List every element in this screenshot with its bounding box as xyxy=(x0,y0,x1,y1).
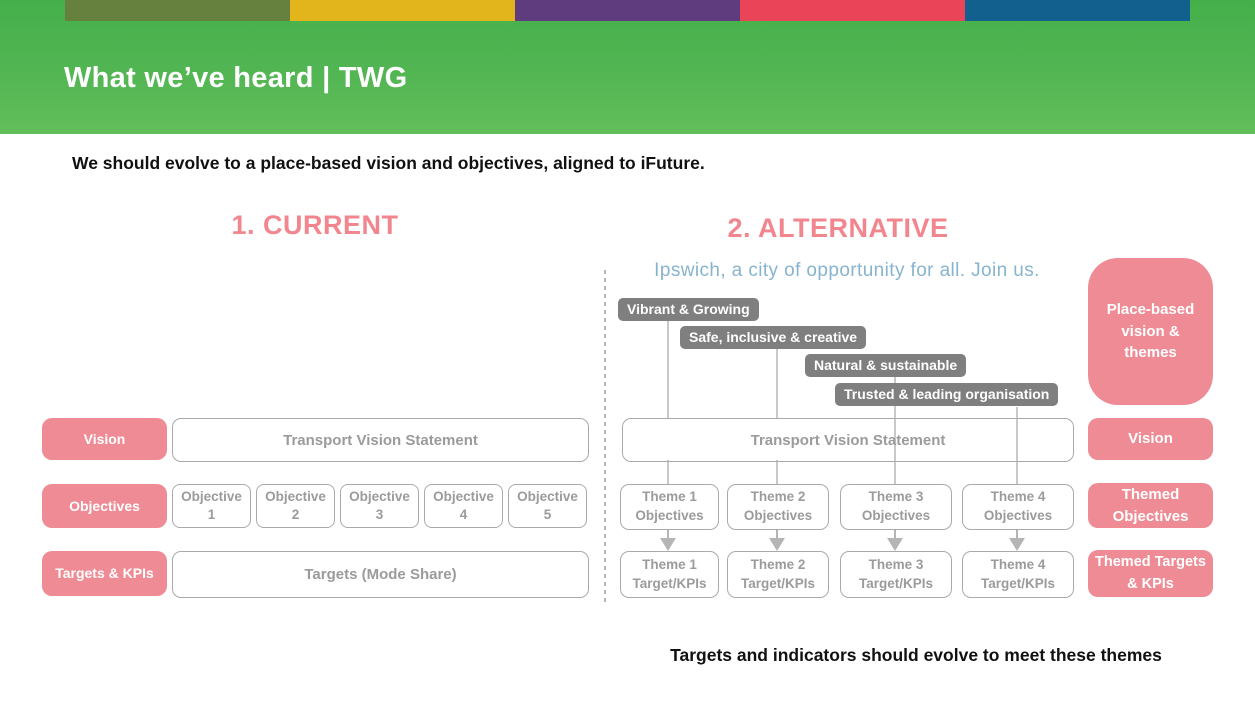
objective-2-box: Objective 2 xyxy=(256,484,335,528)
connector-line xyxy=(776,348,778,418)
connector-line xyxy=(667,321,669,418)
arrow-stem xyxy=(1016,528,1018,540)
theme-box-line1: Theme 3 xyxy=(868,489,924,505)
stripe-yellow xyxy=(290,0,515,21)
theme-box-line1: Theme 3 xyxy=(868,556,924,572)
objective-4-box: Objective 4 xyxy=(424,484,503,528)
theme-1-objectives-box: Theme 1 Objectives xyxy=(620,484,719,530)
down-arrow-icon xyxy=(1009,538,1025,551)
theme-box-line1: Theme 4 xyxy=(990,489,1046,505)
objective-num: 3 xyxy=(375,507,384,522)
theme-box-line1: Theme 4 xyxy=(990,556,1046,572)
objective-word: Objective xyxy=(349,489,410,505)
header-band: What we’ve heard | TWG xyxy=(0,0,1255,134)
connector-line xyxy=(776,460,778,484)
stripe-red xyxy=(740,0,965,21)
theme-3-targets-box: Theme 3 Target/KPIs xyxy=(840,551,952,598)
footer-note: Targets and indicators should evolve to … xyxy=(670,645,1162,665)
theme-4-objectives-box: Theme 4 Objectives xyxy=(962,484,1074,530)
stripe-olive xyxy=(65,0,290,21)
objective-word: Objective xyxy=(181,489,242,505)
theme-label-safe-inclusive-creative: Safe, inclusive & creative xyxy=(680,326,867,349)
objective-word: Objective xyxy=(517,489,578,505)
theme-box-line2: Target/KPIs xyxy=(858,575,934,591)
theme-1-targets-box: Theme 1 Target/KPIs xyxy=(620,551,719,598)
connector-line xyxy=(1016,407,1018,484)
down-arrow-icon xyxy=(769,538,785,551)
theme-box-line2: Target/KPIs xyxy=(740,575,816,591)
objective-3-box: Objective 3 xyxy=(340,484,419,528)
page-title: What we’ve heard | TWG xyxy=(64,62,408,94)
vision-quote: Ipswich, a city of opportunity for all. … xyxy=(654,260,1040,281)
theme-box-line1: Theme 1 xyxy=(642,489,697,505)
theme-3-objectives-box: Theme 3 Objectives xyxy=(840,484,952,530)
objective-word: Objective xyxy=(265,489,326,505)
theme-box-line2: Objectives xyxy=(861,508,931,523)
objective-num: 4 xyxy=(459,507,468,522)
arrow-stem xyxy=(776,528,778,540)
theme-box-line1: Theme 2 xyxy=(750,556,806,572)
objective-num: 5 xyxy=(543,507,552,522)
alternative-section-heading: 2. ALTERNATIVE xyxy=(727,213,949,243)
theme-box-line2: Objectives xyxy=(635,508,704,523)
theme-box-line1: Theme 2 xyxy=(750,489,806,505)
down-arrow-icon xyxy=(660,538,676,551)
current-section-heading: 1. CURRENT xyxy=(231,210,399,240)
right-label-themed-targets: Themed Targets & KPIs xyxy=(1088,550,1213,597)
objective-word: Objective xyxy=(433,489,494,505)
current-objectives-row: Objective 1 Objective 2 Objective 3 Obje… xyxy=(172,484,587,528)
theme-box-line2: Target/KPIs xyxy=(980,575,1056,591)
theme-label-trusted-leading: Trusted & leading organisation xyxy=(835,383,1059,406)
alternative-vision-statement-box: Transport Vision Statement xyxy=(622,418,1074,462)
theme-2-objectives-box: Theme 2 Objectives xyxy=(727,484,829,530)
current-vision-statement-box: Transport Vision Statement xyxy=(172,418,589,462)
theme-label-vibrant-growing: Vibrant & Growing xyxy=(618,298,759,321)
arrow-stem xyxy=(894,528,896,540)
right-label-themed-objectives: Themed Objectives xyxy=(1088,483,1213,528)
theme-label-natural-sustainable: Natural & sustainable xyxy=(805,354,967,377)
theme-box-line1: Theme 1 xyxy=(642,556,697,572)
connector-line xyxy=(894,377,896,484)
down-arrow-icon xyxy=(887,538,903,551)
theme-box-line2: Objectives xyxy=(743,508,813,523)
theme-box-line2: Target/KPIs xyxy=(632,575,707,591)
connector-line xyxy=(667,460,669,484)
right-label-place-based: Place-based vision & themes xyxy=(1088,258,1213,405)
objective-num: 1 xyxy=(207,507,216,522)
row-label-targets-kpis: Targets & KPIs xyxy=(42,551,167,596)
intro-text: We should evolve to a place-based vision… xyxy=(72,153,705,173)
objective-5-box: Objective 5 xyxy=(508,484,587,528)
theme-4-targets-box: Theme 4 Target/KPIs xyxy=(962,551,1074,598)
objective-1-box: Objective 1 xyxy=(172,484,251,528)
row-label-objectives: Objectives xyxy=(42,484,167,528)
stripe-blue xyxy=(965,0,1190,21)
theme-box-line2: Objectives xyxy=(983,508,1053,523)
arrow-stem xyxy=(667,528,669,540)
current-targets-box: Targets (Mode Share) xyxy=(172,551,589,598)
stripe-purple xyxy=(515,0,740,21)
objective-num: 2 xyxy=(291,507,300,522)
theme-2-targets-box: Theme 2 Target/KPIs xyxy=(727,551,829,598)
row-label-vision: Vision xyxy=(42,418,167,460)
section-divider-dashed-line xyxy=(604,270,606,602)
right-label-vision: Vision xyxy=(1088,418,1213,460)
